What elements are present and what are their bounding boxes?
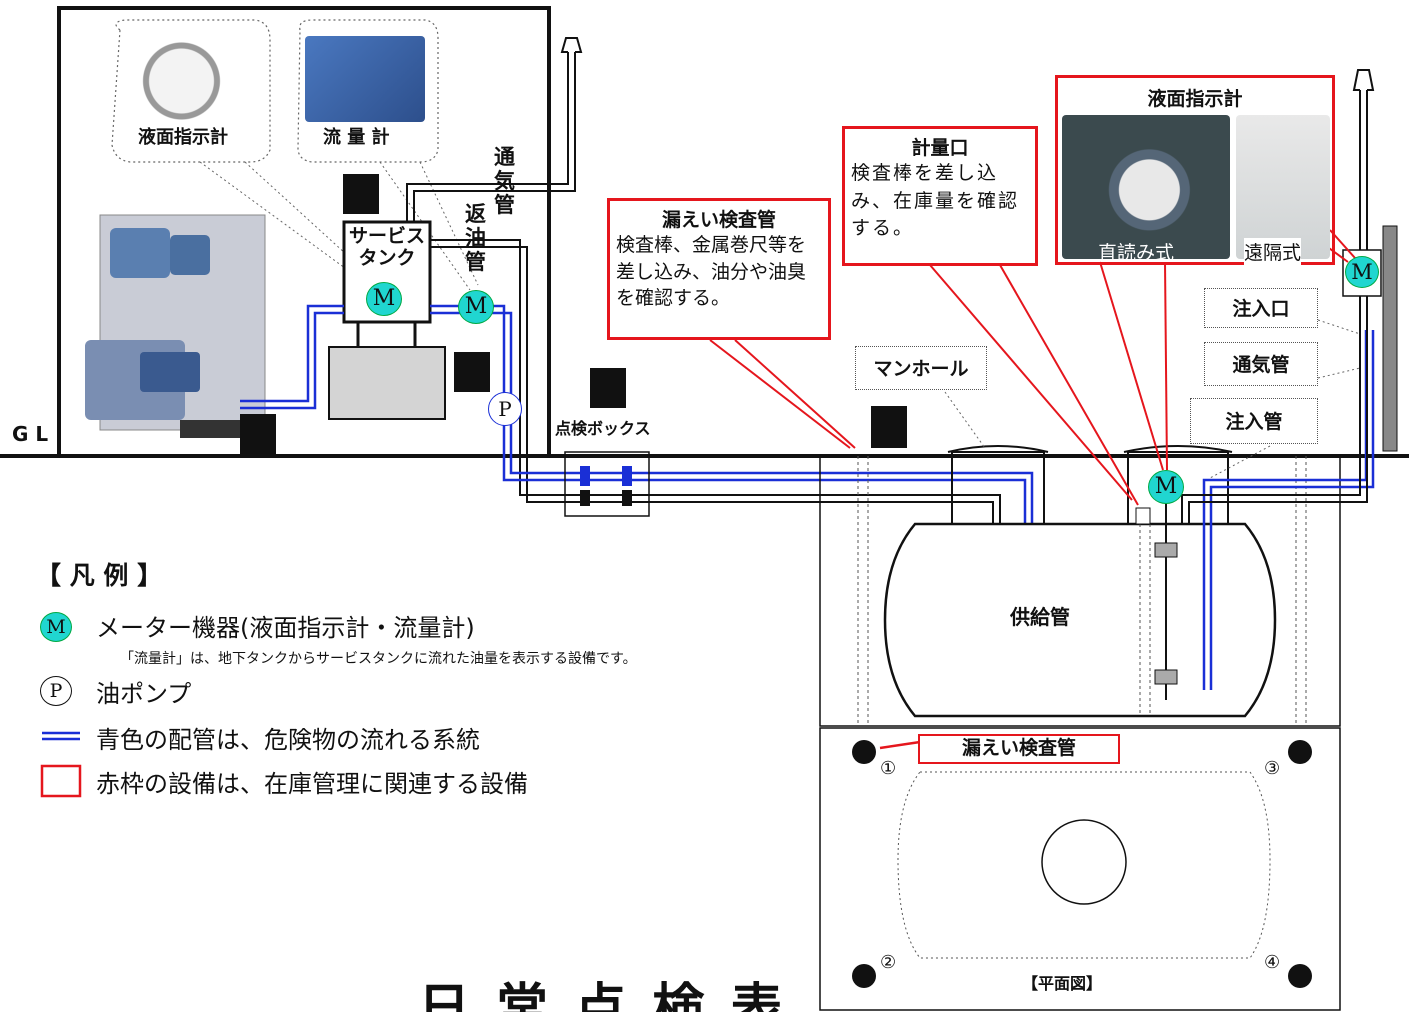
tank-stand — [328, 346, 446, 420]
vent-pipe-right-label: 通気管 — [1204, 342, 1318, 386]
measure-port-title: 計量口 — [911, 137, 969, 159]
level-gauge-callout-title: 液面指示計 — [1147, 88, 1243, 110]
plan-view — [819, 727, 1341, 1011]
supply-pipe-label: 供給管 — [1010, 605, 1070, 629]
vent-pipe — [406, 37, 583, 222]
legend-red-frame: 赤枠の設備は、在庫管理に関連する設備 — [96, 770, 528, 798]
legend-meter: メーター機器(液面指示計・流量計) — [96, 614, 475, 642]
fill-pipe-label: 注入管 — [1190, 398, 1318, 444]
level-gauge-photo — [132, 38, 242, 124]
leak-pipe-callout: 漏えい検査管 検査棒、金属巻尺等を差し込み、油分や油臭を確認する。 — [607, 198, 831, 340]
measure-port-callout: 計量口 検査棒を差し込み、在庫量を確認する。 — [842, 126, 1038, 266]
remote-reading-label: 遠隔式 — [1244, 238, 1302, 265]
legend-pump: 油ポンプ — [96, 680, 192, 708]
corner-label-2: ② — [880, 952, 897, 973]
leak-pipe-4 — [1288, 964, 1312, 988]
flow-meter-photo — [305, 36, 425, 122]
level-gauge-callout: 液面指示計 直読み式 遠隔式 — [1055, 75, 1335, 265]
corner-label-3: ③ — [1264, 758, 1281, 779]
legend-title: 【 凡 例 】 — [36, 561, 163, 590]
fill-port-label: 注入口 — [1204, 288, 1318, 328]
legend-meter-icon: M — [40, 612, 72, 642]
leak-pipe-body: 検査棒、金属巻尺等を差し込み、油分や油臭を確認する。 — [616, 234, 807, 310]
service-tank-label: サービスタンク — [348, 225, 425, 269]
legend-blue-pipe: 青色の配管は、危険物の流れる系統 — [96, 726, 480, 754]
pump-icon: P — [488, 392, 522, 426]
direct-gauge-photo — [1062, 115, 1230, 259]
vent-pipe-label: 通気管 — [494, 145, 515, 218]
meter-icon-service-tank: M — [366, 282, 402, 316]
legend-meter-note: 「流量計」は、地下タンクからサービスタンクに流れた油量を表示する設備です。 — [120, 651, 637, 667]
meter-icon-return: M — [458, 290, 494, 324]
tank-pit — [819, 455, 1341, 727]
level-gauge-bubble — [111, 19, 271, 163]
inspection-box — [564, 451, 650, 517]
flow-meter-label: 流 量 計 — [323, 127, 390, 148]
leak-pipe-3 — [1288, 740, 1312, 764]
boiler-illustration — [85, 214, 266, 438]
measure-port-body: 検査棒を差し込み、在庫量を確認する。 — [851, 162, 1020, 240]
level-gauge-label: 液面指示計 — [138, 127, 228, 148]
inspection-box-label: 点検ボックス — [555, 419, 651, 438]
remote-gauge-photo — [1236, 115, 1330, 259]
legend-pump-icon: P — [40, 676, 72, 706]
plan-title: 【平面図】 — [1022, 974, 1103, 993]
plan-leak-label: 漏えい検査管 — [918, 734, 1120, 764]
leak-pipe-1 — [852, 740, 876, 764]
corner-label-1: ① — [880, 758, 897, 779]
leak-pipe-2 — [852, 964, 876, 988]
meter-icon-remote: M — [1345, 256, 1379, 288]
meter-icon-tank: M — [1148, 470, 1184, 504]
manhole-label: マンホール — [855, 346, 987, 390]
direct-reading-label: 直読み式 — [1098, 242, 1175, 264]
corner-label-4: ④ — [1264, 952, 1281, 973]
underground-tank — [883, 522, 1277, 718]
footer-title: 日 常 点 検 表 — [418, 979, 787, 1012]
return-pipe-label: 返油管 — [465, 202, 486, 275]
leak-pipe-title: 漏えい検査管 — [661, 209, 776, 231]
gl-label: G L — [12, 422, 49, 446]
